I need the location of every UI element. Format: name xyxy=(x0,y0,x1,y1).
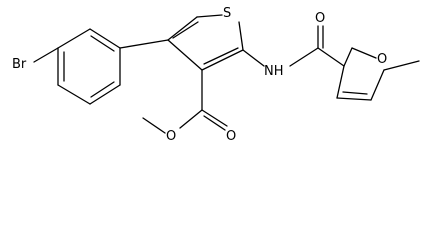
ester-ether-oxygen-label: O xyxy=(166,129,176,144)
structure-canvas: Br S O NH O O O xyxy=(12,6,420,144)
c-br-bond xyxy=(33,47,59,63)
amide-carbonyl-oxygen-label: O xyxy=(315,11,325,26)
amide-group xyxy=(242,25,345,67)
ester-carbonyl-oxygen-label: O xyxy=(226,129,236,144)
bromine-label: Br xyxy=(12,57,27,72)
ester-group xyxy=(142,69,228,134)
thiophene-sulfur-label: S xyxy=(223,6,231,21)
furan-ring xyxy=(336,47,420,101)
thiophene-ring xyxy=(167,14,244,71)
furan-oxygen-label: O xyxy=(377,52,387,67)
bromophenyl-ring xyxy=(57,28,121,105)
aryl-thiophene-bond xyxy=(119,39,169,49)
molecule-drawing: Br S O NH O O O xyxy=(12,6,420,144)
amide-nitrogen-label: NH xyxy=(264,64,284,79)
